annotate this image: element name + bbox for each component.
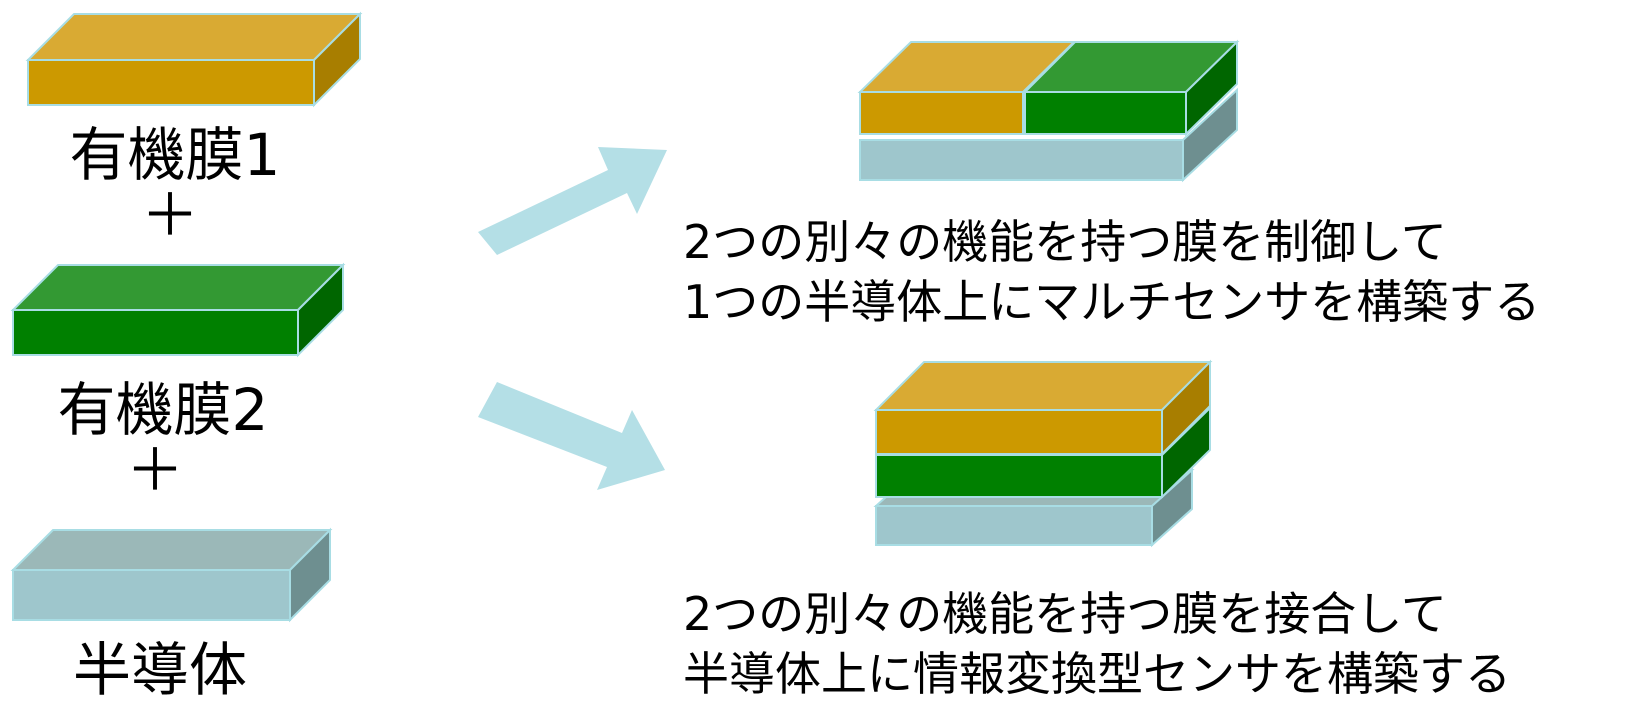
stack1-semiconductor-front <box>859 139 1184 181</box>
organic-film-2-front <box>12 309 299 356</box>
plus-sign-1: ＋ <box>141 181 199 249</box>
stack2-organic-1-side <box>1161 359 1211 457</box>
plus-sign-2: ＋ <box>126 436 184 504</box>
stack1-organic-1-front <box>859 91 1024 135</box>
organic-film-1-top <box>25 13 363 61</box>
organic-film-2-top <box>10 264 346 311</box>
multi-sensor-stack <box>857 39 1240 183</box>
organic-film-1-block <box>25 11 363 108</box>
stack2-semiconductor-front <box>875 505 1153 546</box>
bottom-description-line-1: 2つの別々の機能を持つ膜を接合して <box>683 587 1447 641</box>
arrow-up-right-icon <box>478 147 667 255</box>
organic-film-2-block <box>10 262 346 358</box>
stack2-organic-2-front <box>875 454 1163 498</box>
stack1-organic-2-front <box>1024 91 1187 135</box>
arrow-down-right-icon <box>478 382 665 490</box>
stack2-organic-2-side <box>1161 405 1211 500</box>
stack1-semiconductor-side <box>1182 87 1238 183</box>
bottom-description-line-2: 半導体上に情報変換型センサを構築する <box>683 647 1511 701</box>
stack1-organic-2-side <box>1185 39 1238 137</box>
semiconductor-front <box>12 569 291 621</box>
organic-film-1-front <box>27 59 315 106</box>
semiconductor-block <box>10 527 333 623</box>
top-description-line-1: 2つの別々の機能を持つ膜を制御して <box>683 215 1447 269</box>
semiconductor-side <box>289 527 331 623</box>
semiconductor-label: 半導体 <box>73 636 247 704</box>
organic-film-1-label: 有機膜1 <box>70 121 281 189</box>
semiconductor-top <box>10 529 333 571</box>
stack2-organic-1-front <box>875 409 1163 455</box>
organic-film-2-side <box>297 262 344 358</box>
organic-film-1-side <box>313 11 361 108</box>
organic-film-2-label: 有機膜2 <box>58 376 269 444</box>
top-description-line-2: 1つの半導体上にマルチセンサを構築する <box>683 275 1540 329</box>
stack2-organic-1-top <box>873 361 1213 411</box>
conversion-sensor-stack <box>873 359 1213 548</box>
